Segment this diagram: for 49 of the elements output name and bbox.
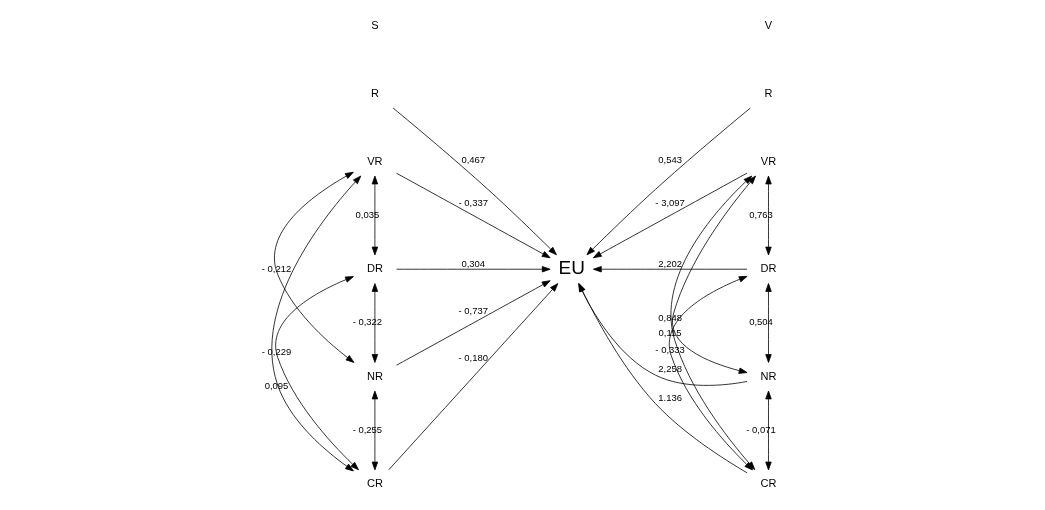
arrow (396, 266, 551, 273)
node-text: NR (366, 369, 383, 382)
edge-label: - 0,737 (458, 304, 489, 316)
node-text: NR (760, 369, 777, 382)
edge-label: 0,095 (264, 379, 289, 391)
edge-label: - 0,255 (352, 423, 383, 435)
edge-label: 0,467 (461, 154, 486, 165)
arrow (274, 171, 355, 363)
arrow (765, 175, 772, 256)
node-text: CR (760, 477, 777, 490)
edge-label: 2,202 (658, 257, 682, 269)
node-text: DR (760, 262, 777, 275)
edge-label: 0,543 (658, 154, 682, 165)
arrow (593, 266, 748, 273)
arrow (275, 276, 359, 471)
label: S (371, 18, 379, 31)
node-text: CR (366, 477, 383, 490)
arrow (669, 275, 753, 471)
arrow (388, 283, 559, 471)
arrow (765, 390, 772, 471)
arrow (371, 390, 379, 471)
arrow (586, 107, 751, 256)
node-text: VR (367, 154, 383, 167)
edge-label: - 0,337 (458, 197, 489, 209)
arrow (392, 107, 557, 256)
arrow (371, 283, 379, 363)
edge-label: 1.136 (658, 391, 682, 403)
edge-label: - 0,180 (458, 352, 489, 364)
arrow (396, 280, 551, 366)
edge-label: 0,035 (355, 208, 380, 220)
arrow (271, 175, 362, 472)
edge-label: - 0,322 (352, 316, 383, 328)
edge-label: 0,848 (658, 311, 682, 323)
edge-label: 0,304 (461, 257, 486, 269)
node-text: EU (558, 257, 585, 279)
node-text: DR (366, 262, 383, 275)
arrow (396, 172, 551, 259)
edge-label: - 0,212 (261, 262, 292, 274)
label: V (764, 18, 773, 31)
edge-label: - 0,229 (261, 345, 292, 357)
edge-label: 2,258 (658, 363, 682, 375)
node-text: VR (760, 154, 777, 167)
edge-label: - 3,097 (655, 197, 685, 209)
node-text: R (764, 86, 773, 99)
node-text: R (370, 86, 379, 99)
arrow (593, 172, 748, 259)
arrow (765, 283, 772, 363)
arrow (371, 175, 379, 256)
arrow (672, 175, 756, 374)
